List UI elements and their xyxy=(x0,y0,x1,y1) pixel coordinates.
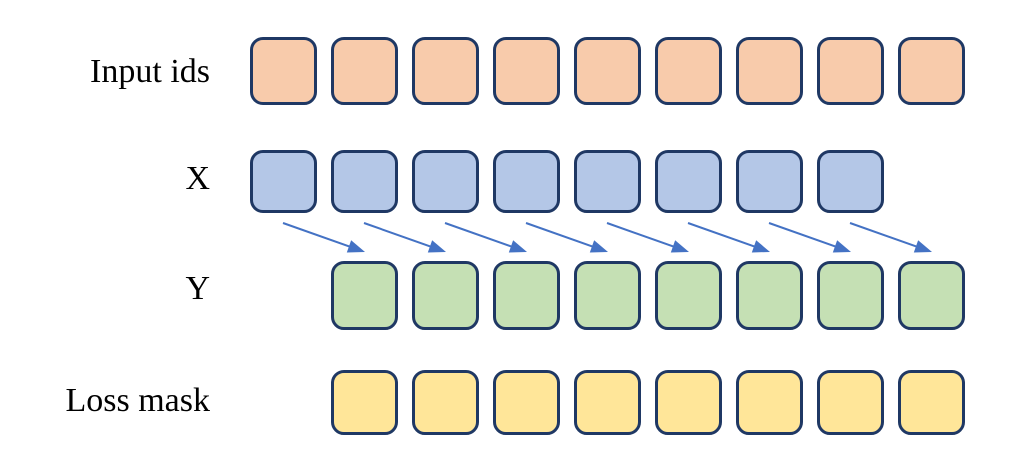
shift-arrow xyxy=(849,222,932,253)
token-cell-x xyxy=(817,150,884,213)
token-cell-x xyxy=(493,150,560,213)
token-cell-y xyxy=(493,261,560,330)
token-cell-x xyxy=(331,150,398,213)
row-label-loss-mask: Loss mask xyxy=(65,382,211,419)
token-cell-x xyxy=(250,150,317,213)
token-cell-input-ids xyxy=(817,37,884,105)
token-cell-loss-mask xyxy=(412,370,479,435)
token-cell-input-ids xyxy=(898,37,965,105)
token-cell-x xyxy=(412,150,479,213)
token-cell-input-ids xyxy=(574,37,641,105)
row-label-x: X xyxy=(185,160,210,197)
token-cell-y xyxy=(412,261,479,330)
shift-arrow xyxy=(282,222,365,253)
token-cell-input-ids xyxy=(331,37,398,105)
row-label-input-ids: Input ids xyxy=(90,53,210,90)
token-cell-x xyxy=(574,150,641,213)
token-cell-loss-mask xyxy=(817,370,884,435)
token-cell-loss-mask xyxy=(574,370,641,435)
shift-arrow xyxy=(768,222,851,253)
token-cell-y xyxy=(898,261,965,330)
shift-arrow xyxy=(525,222,608,253)
row-label-y: Y xyxy=(185,270,210,307)
token-cell-input-ids xyxy=(655,37,722,105)
token-cell-y xyxy=(331,261,398,330)
token-cell-loss-mask xyxy=(331,370,398,435)
token-cell-loss-mask xyxy=(898,370,965,435)
token-cell-y xyxy=(655,261,722,330)
token-cell-y xyxy=(574,261,641,330)
token-cell-input-ids xyxy=(493,37,560,105)
shift-arrow xyxy=(363,222,446,253)
token-cell-loss-mask xyxy=(736,370,803,435)
shift-arrow xyxy=(687,222,770,253)
token-cell-loss-mask xyxy=(655,370,722,435)
shift-arrow xyxy=(606,222,689,253)
token-cell-input-ids xyxy=(736,37,803,105)
token-cell-x xyxy=(655,150,722,213)
shift-arrow xyxy=(444,222,527,253)
token-cell-y xyxy=(817,261,884,330)
token-cell-y xyxy=(736,261,803,330)
token-cell-input-ids xyxy=(250,37,317,105)
token-cell-input-ids xyxy=(412,37,479,105)
token-cell-loss-mask xyxy=(493,370,560,435)
token-cell-x xyxy=(736,150,803,213)
